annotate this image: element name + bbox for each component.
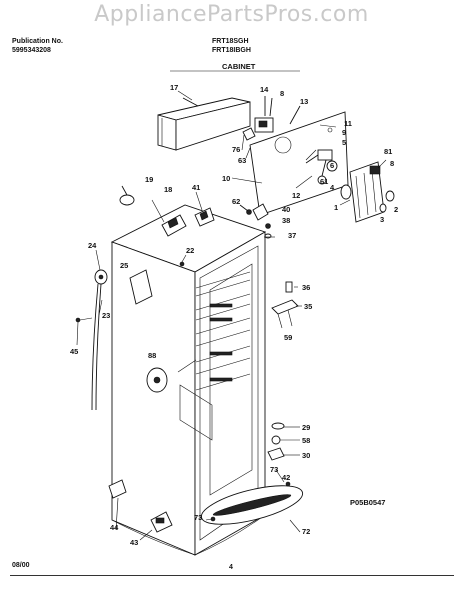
callout: 9 (342, 128, 346, 137)
callout: 10 (222, 174, 230, 183)
callout: 44 (110, 523, 119, 532)
callout: 88 (148, 351, 156, 360)
light-housing-part (340, 161, 395, 223)
callout: 11 (344, 119, 352, 128)
callout: 43 (130, 538, 138, 547)
top-rear-cover-part (157, 97, 251, 151)
callout: 41 (192, 183, 200, 192)
callout: 81 (384, 147, 392, 156)
callout: 37 (288, 231, 296, 240)
callout: 38 (282, 216, 290, 225)
callout: 73 (194, 513, 202, 522)
callout: 8 (390, 159, 394, 168)
watermark: AppliancePartsPros.com (94, 2, 369, 27)
bottom-hardware-part (267, 422, 285, 461)
callout: 30 (302, 451, 310, 460)
hinge-plug-part (119, 194, 135, 206)
callout: 23 (102, 311, 110, 320)
callout: 63 (238, 156, 246, 165)
publication-label: Publication No. (12, 38, 63, 45)
callout: 29 (302, 423, 310, 432)
diagram-reference: P05B0547 (350, 498, 386, 507)
callout: 18 (164, 185, 172, 194)
leveler-part (108, 479, 173, 533)
callout: 36 (302, 283, 310, 292)
callout: 1 (334, 203, 338, 212)
page-number: 4 (229, 564, 233, 571)
callout: 59 (284, 333, 292, 342)
leader-lines (76, 90, 387, 541)
footer-rule (10, 575, 454, 576)
footer-date: 08/00 (12, 562, 30, 569)
callout: 61 (320, 177, 328, 186)
control-panel-part (242, 96, 349, 216)
callout: 14 (260, 85, 269, 94)
model-number: FRT18SGH (212, 38, 249, 45)
callout: 3 (380, 215, 384, 224)
callout: 8 (280, 89, 284, 98)
callout: 4 (330, 183, 335, 192)
callout: 2 (394, 205, 398, 214)
model-block: FRT18SGH FRT18IBGH (212, 37, 251, 55)
callout: 45 (70, 347, 78, 356)
thermostat-assembly-part (305, 149, 338, 185)
base-grille-part (200, 481, 304, 525)
callout-labels: 17 14 8 13 76 63 11 9 5 10 6 81 8 4 61 1… (70, 83, 398, 547)
side-rod-part (75, 269, 108, 411)
callout: 62 (232, 197, 240, 206)
callout: 5 (342, 138, 346, 147)
callout: 17 (170, 83, 178, 92)
callout: 58 (302, 436, 310, 445)
callout: 35 (304, 302, 312, 311)
top-hinge-part (161, 207, 215, 237)
callout: 13 (300, 97, 308, 106)
callout: 72 (302, 527, 310, 536)
callout: 73 (270, 465, 278, 474)
callout: 76 (232, 145, 240, 154)
callout: 6 (330, 161, 334, 170)
callout: 25 (120, 261, 128, 270)
publication-block: Publication No. 5995343208 (12, 37, 63, 55)
callout: 19 (145, 175, 153, 184)
callout: 12 (292, 191, 300, 200)
cabinet-body-part (110, 204, 267, 556)
publication-number: 5995343208 (12, 47, 51, 54)
shelf-clip-part (271, 281, 299, 329)
callout: 22 (186, 246, 194, 255)
side-label-part (129, 269, 153, 305)
model-number: FRT18IBGH (212, 47, 251, 54)
callout: 40 (282, 205, 290, 214)
section-title: CABINET (222, 62, 256, 71)
screw-part (179, 261, 185, 267)
callout: 24 (88, 241, 97, 250)
callout: 42 (282, 473, 290, 482)
hinge-hardware-part (239, 203, 272, 239)
